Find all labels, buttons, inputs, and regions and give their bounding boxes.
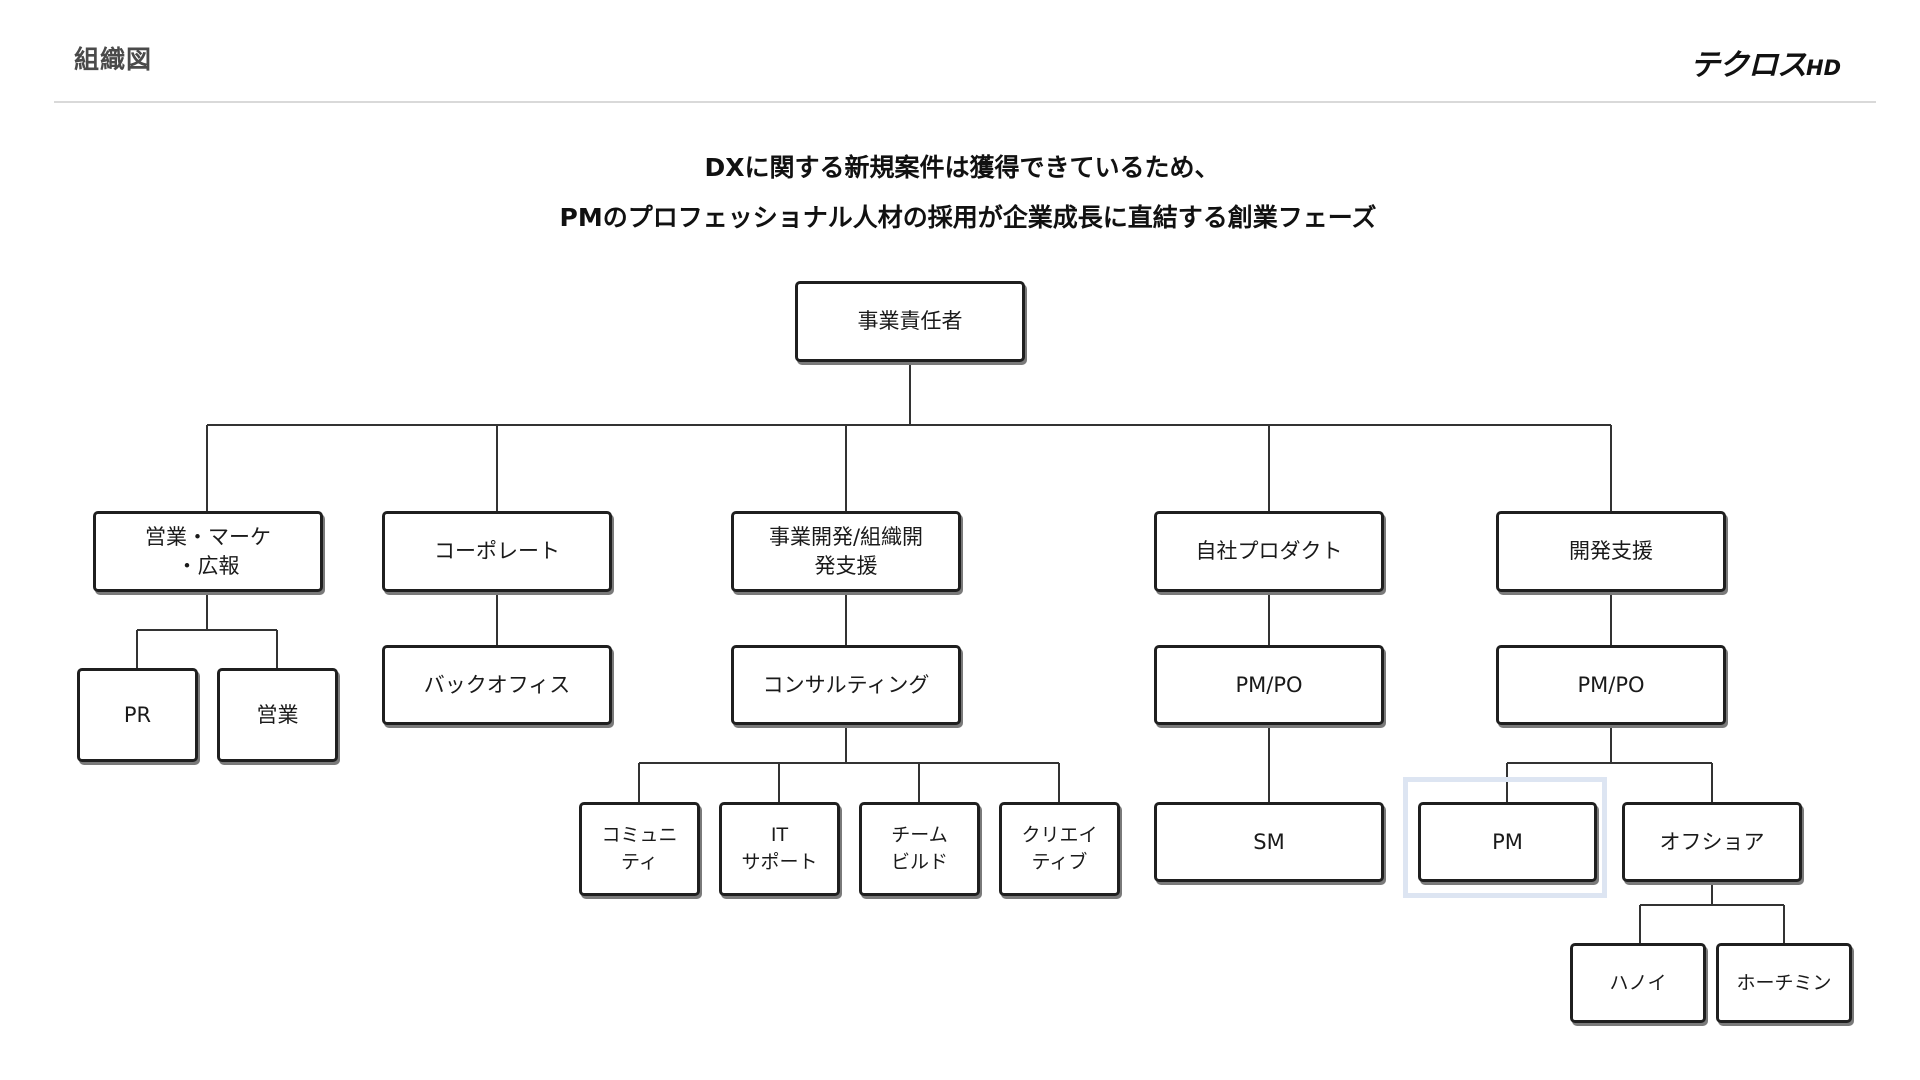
org-node-it-support: IT サポート bbox=[719, 802, 840, 896]
org-node-own-product-pm-po: PM/PO bbox=[1154, 645, 1384, 725]
org-node-offshore: オフショア bbox=[1622, 802, 1802, 882]
org-node-own-product: 自社プロダクト bbox=[1154, 511, 1384, 592]
org-node-biz-org-dev-support: 事業開発/組織開 発支援 bbox=[731, 511, 961, 592]
headline-line-1: DXに関する新規案件は獲得できているため、 bbox=[704, 153, 1220, 182]
org-node-dev-support-pm-po: PM/PO bbox=[1496, 645, 1726, 725]
org-node-sm: SM bbox=[1154, 802, 1384, 882]
org-node-business-lead: 事業責任者 bbox=[795, 281, 1025, 362]
org-node-back-office: バックオフィス bbox=[382, 645, 612, 725]
org-node-hanoi: ハノイ bbox=[1570, 943, 1706, 1023]
org-node-sales: 営業 bbox=[217, 668, 338, 762]
headline-line-2: PMのプロフェッショナル人材の採用が企業成長に直結する創業フェーズ bbox=[559, 203, 1377, 232]
company-logo: テクロスHD bbox=[1690, 40, 1841, 84]
org-node-ho-chi-minh: ホーチミン bbox=[1716, 943, 1852, 1023]
header-divider bbox=[54, 101, 1876, 103]
org-node-sales-marketing-pr: 営業・マーケ ・広報 bbox=[93, 511, 323, 592]
org-node-creative: クリエイ ティブ bbox=[999, 802, 1120, 896]
org-node-corporate: コーポレート bbox=[382, 511, 612, 592]
org-node-community: コミュニ ティ bbox=[579, 802, 700, 896]
org-node-team-build: チーム ビルド bbox=[859, 802, 980, 896]
org-node-pr: PR bbox=[77, 668, 198, 762]
org-node-consulting: コンサルティング bbox=[731, 645, 961, 725]
logo-text: テクロス bbox=[1690, 48, 1807, 83]
page-title: 組織図 bbox=[74, 45, 153, 74]
pm-highlight-frame bbox=[1403, 777, 1607, 898]
logo-suffix: HD bbox=[1806, 56, 1842, 80]
org-node-dev-support: 開発支援 bbox=[1496, 511, 1726, 592]
org-node-pm: PM bbox=[1418, 802, 1597, 882]
